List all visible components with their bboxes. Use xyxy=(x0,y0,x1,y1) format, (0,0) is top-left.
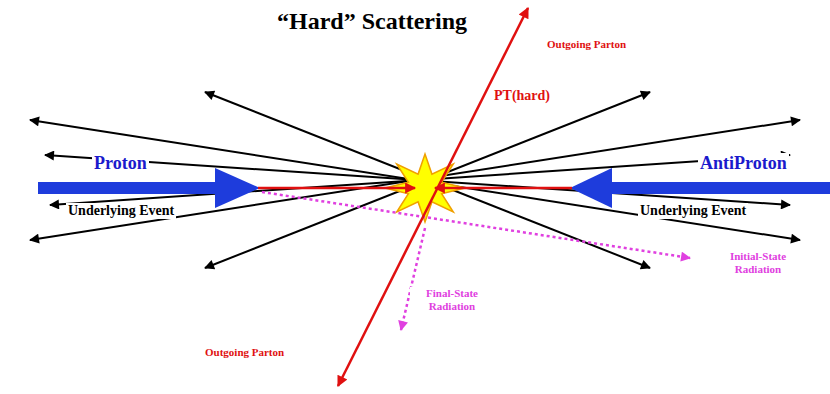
incoming-parton xyxy=(435,187,572,190)
proton-beam-head xyxy=(215,168,260,208)
radiation-label: Initial-State Radiation xyxy=(706,250,810,275)
pt-label: PT(hard) xyxy=(492,88,552,104)
parton-label: Outgoing Parton xyxy=(545,38,628,51)
underlying-event-track xyxy=(30,120,800,240)
incoming-parton xyxy=(258,187,415,190)
outgoing-parton-line xyxy=(338,8,528,386)
radiation-label: Final-State Radiation xyxy=(410,287,494,312)
final-state-radiation-line xyxy=(401,228,425,330)
initial-state-radiation-line xyxy=(262,192,690,258)
underlying-event-track xyxy=(30,120,800,240)
antiproton-beam xyxy=(600,182,830,194)
underlying-event-label: Underlying Event xyxy=(638,203,748,219)
parton-label: Outgoing Parton xyxy=(203,346,286,359)
beam-label: AntiProton xyxy=(698,153,789,174)
underlying-event-label: Underlying Event xyxy=(66,203,176,219)
proton-beam xyxy=(38,182,228,194)
diagram-title: “Hard” Scattering xyxy=(275,8,469,36)
antiproton-beam-head xyxy=(570,168,612,208)
beam-label: Proton xyxy=(92,153,149,174)
